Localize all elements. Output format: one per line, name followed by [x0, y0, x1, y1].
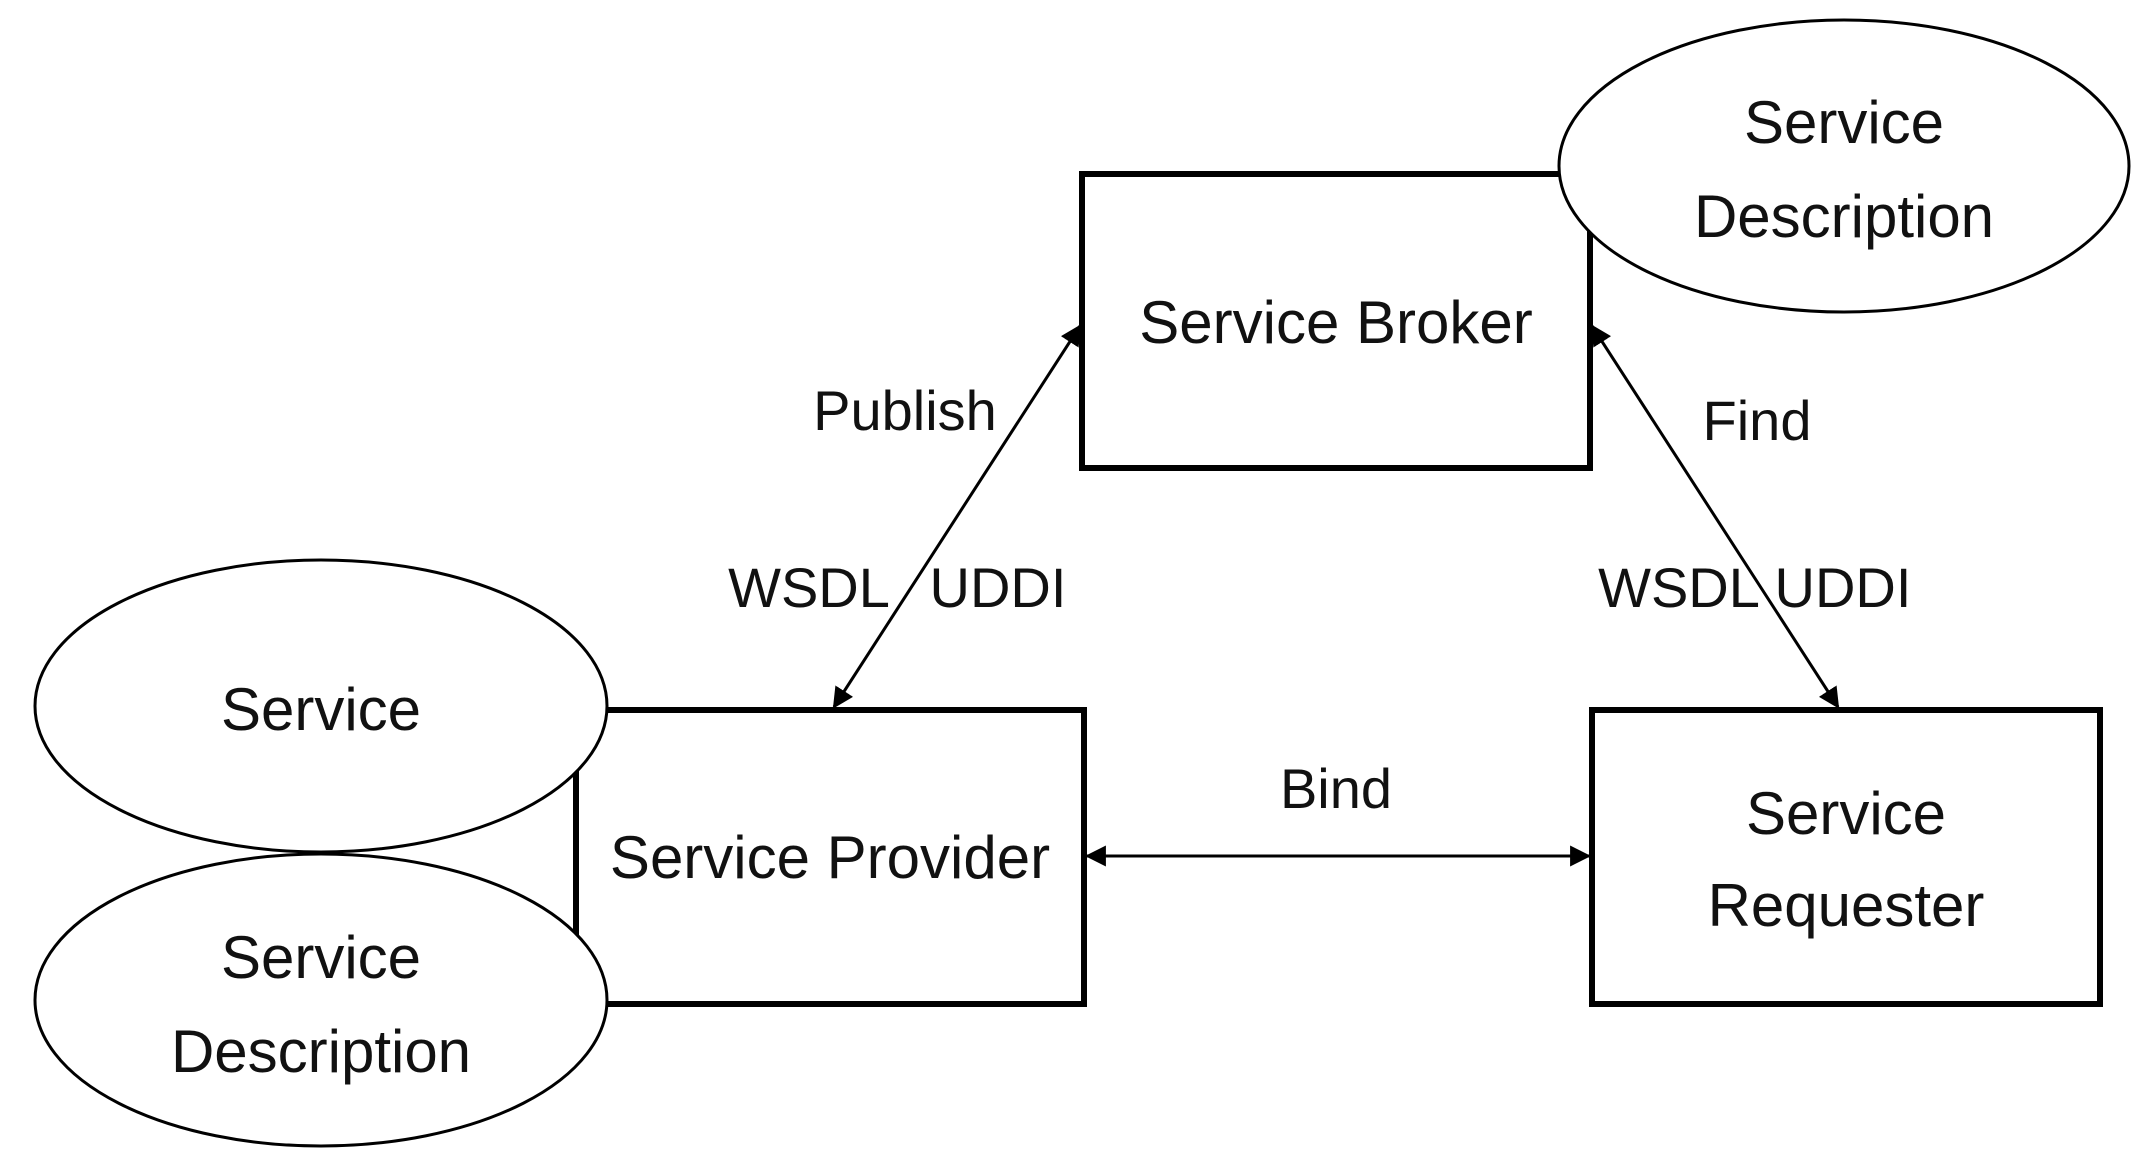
publish-arrow	[832, 324, 1082, 709]
publish-uddi-tag: UDDI	[930, 556, 1067, 619]
find-wsdl-tag: WSDL	[1598, 556, 1760, 619]
provider-description-line-1: Service	[221, 924, 421, 991]
provider-service-node: Service	[33, 558, 609, 854]
provider-service-label: Service	[221, 676, 421, 743]
service-requester-line-2: Requester	[1708, 872, 1985, 939]
provider-description-line-2: Description	[171, 1018, 471, 1085]
service-requester-node: Service Requester	[1589, 707, 2103, 1007]
broker-service-description-node: Service Description	[1557, 18, 2131, 314]
broker-description-line-2: Description	[1694, 183, 1994, 250]
broker-description-line-1: Service	[1744, 89, 1944, 156]
service-broker-label: Service Broker	[1139, 289, 1532, 356]
service-provider-node: Service Provider	[573, 707, 1087, 1007]
service-provider-label: Service Provider	[610, 824, 1050, 891]
service-requester-line-1: Service	[1746, 780, 1946, 847]
find-arrow	[1590, 324, 1840, 709]
publish-wsdl-tag: WSDL	[728, 556, 890, 619]
publish-label: Publish	[813, 379, 997, 442]
provider-service-description-node: Service Description	[33, 852, 609, 1148]
service-broker-node: Service Broker	[1079, 171, 1593, 471]
find-label: Find	[1703, 389, 1812, 452]
bind-label: Bind	[1280, 757, 1392, 820]
find-uddi-tag: UDDI	[1775, 556, 1912, 619]
